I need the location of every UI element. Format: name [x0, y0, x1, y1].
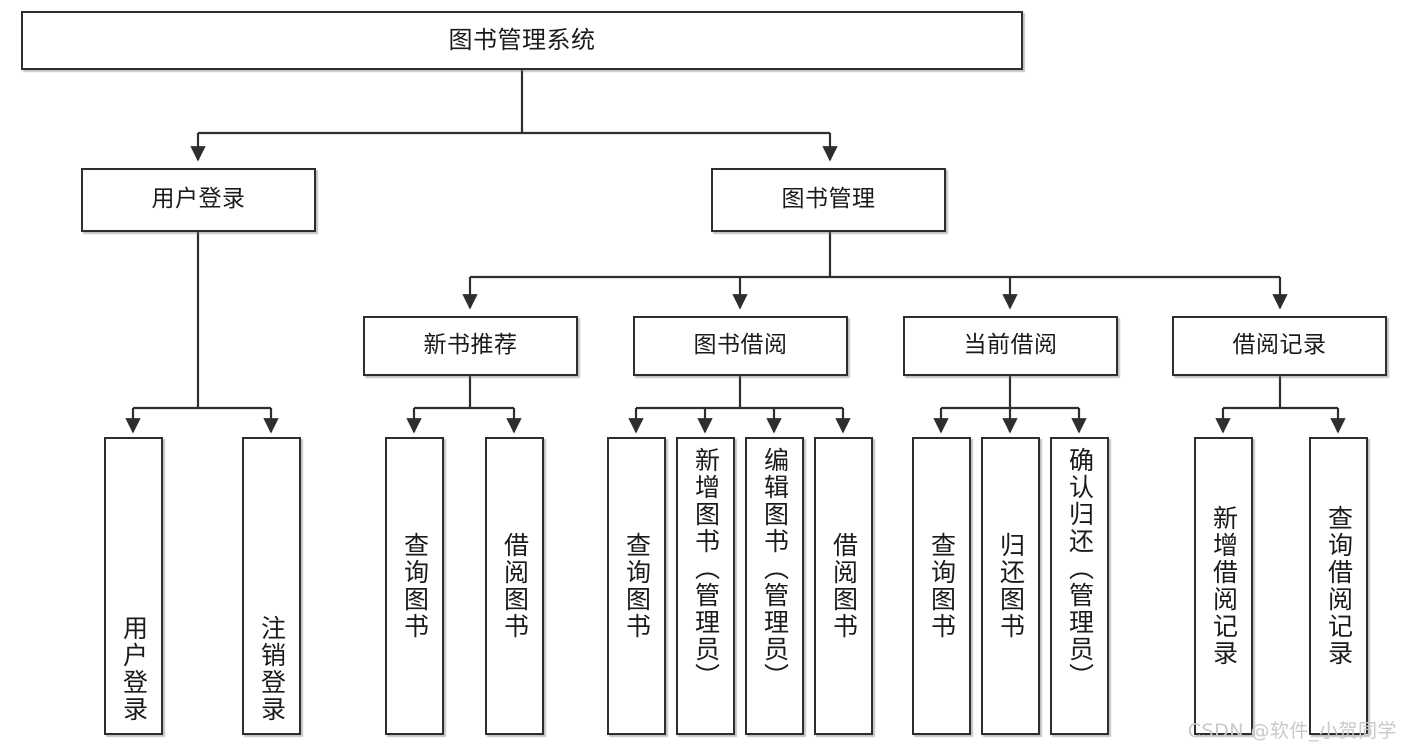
node-label: 借阅图书: [500, 532, 530, 640]
leaf-borrow-book-recommend[interactable]: 借阅图书: [485, 437, 544, 735]
node-label: 确认归还（管理员）: [1065, 447, 1095, 690]
leaf-logout-login[interactable]: 注销登录: [242, 437, 301, 735]
node-new-book-recommend[interactable]: 新书推荐: [363, 316, 578, 376]
node-label: 归还图书: [996, 532, 1026, 640]
node-label: 新书推荐: [423, 332, 518, 359]
node-label: 查询图书: [927, 532, 957, 640]
node-label: 借阅图书: [829, 532, 859, 640]
leaf-query-book-recommend[interactable]: 查询图书: [385, 437, 444, 735]
node-borrow-records[interactable]: 借阅记录: [1172, 316, 1387, 376]
node-label: 编辑图书（管理员）: [760, 447, 790, 690]
node-label: 新增图书（管理员）: [691, 447, 721, 690]
node-label: 注销登录: [257, 615, 287, 723]
node-label: 新增借阅记录: [1209, 505, 1239, 667]
leaf-user-login[interactable]: 用户登录: [104, 437, 163, 735]
leaf-edit-book-admin[interactable]: 编辑图书（管理员）: [745, 437, 804, 735]
leaf-borrow-book[interactable]: 借阅图书: [814, 437, 873, 735]
node-label: 图书管理系统: [448, 26, 596, 55]
watermark-text: CSDN @软件_小贺同学: [1187, 720, 1397, 742]
leaf-query-book-borrow[interactable]: 查询图书: [607, 437, 666, 735]
leaf-return-book[interactable]: 归还图书: [981, 437, 1040, 735]
node-user-login[interactable]: 用户登录: [81, 168, 316, 232]
node-label: 用户登录: [151, 186, 246, 213]
node-book-management[interactable]: 图书管理: [711, 168, 946, 232]
node-book-borrow[interactable]: 图书借阅: [633, 316, 848, 376]
node-label: 图书借阅: [693, 332, 788, 359]
node-label: 查询图书: [400, 532, 430, 640]
node-label: 图书管理: [781, 186, 876, 213]
leaf-add-book-admin[interactable]: 新增图书（管理员）: [676, 437, 735, 735]
leaf-add-borrow-record[interactable]: 新增借阅记录: [1194, 437, 1253, 735]
leaf-query-book-current[interactable]: 查询图书: [912, 437, 971, 735]
leaf-confirm-return-admin[interactable]: 确认归还（管理员）: [1050, 437, 1109, 735]
node-current-borrow[interactable]: 当前借阅: [903, 316, 1118, 376]
node-label: 查询图书: [622, 532, 652, 640]
node-label: 借阅记录: [1232, 332, 1327, 359]
node-label: 当前借阅: [963, 332, 1058, 359]
node-root-system[interactable]: 图书管理系统: [21, 11, 1023, 70]
node-label: 查询借阅记录: [1324, 505, 1354, 667]
node-label: 用户登录: [119, 615, 149, 723]
leaf-query-borrow-record[interactable]: 查询借阅记录: [1309, 437, 1368, 735]
